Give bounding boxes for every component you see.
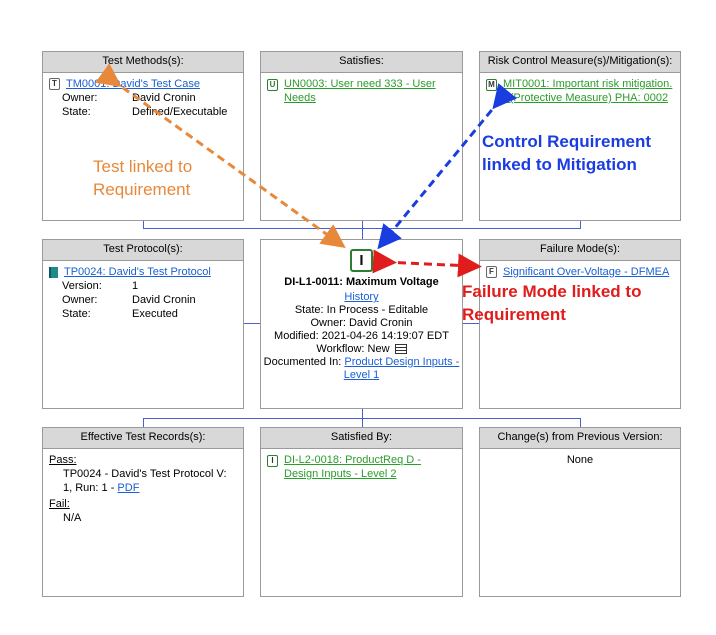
test-method-link[interactable]: TM0001: David's Test Case xyxy=(66,78,200,90)
effective-test-records-panel: Effective Test Records(s): Pass: TP0024 … xyxy=(42,427,244,597)
state-value: Executed xyxy=(132,308,178,320)
connector-bottom-right-v xyxy=(580,418,581,427)
owner-label: Owner: xyxy=(62,92,98,104)
annotation-test-linked: Test linked to Requirement xyxy=(93,157,193,199)
owner-text: Owner: David Cronin xyxy=(310,317,413,329)
version-value: 1 xyxy=(132,280,139,292)
state-label: State: xyxy=(62,308,91,320)
panel-header: Change(s) from Previous Version: xyxy=(480,428,680,449)
center-requirement-panel: I DI-L1-0011: Maximum Voltage History St… xyxy=(260,239,463,409)
connector-bottom-left-v xyxy=(143,418,144,427)
list-icon[interactable] xyxy=(394,344,407,355)
pass-record-text: TP0024 - David's Test Protocol V: 1, Run… xyxy=(63,468,227,494)
test-protocol-panel: Test Protocol(s): TP0024: David's Test P… xyxy=(42,239,244,409)
fail-label: Fail: xyxy=(49,498,70,510)
changes-value: None xyxy=(566,454,594,466)
satisfies-panel: Satisfies: U UN0003: User need 333 - Use… xyxy=(260,51,463,221)
user-need-icon: U xyxy=(267,79,278,91)
panel-header: Risk Control Measure(s)/Mitigation(s): xyxy=(480,52,680,73)
connector-top-right-v xyxy=(580,220,581,229)
state-text: State: In Process - Editable xyxy=(294,304,429,316)
panel-header: Satisfied By: xyxy=(261,428,462,449)
connector-top-mid-v xyxy=(362,220,363,239)
mitigation-link[interactable]: MIT0001: Important risk mitigation. - (P… xyxy=(503,78,673,104)
design-input-icon: I xyxy=(267,455,278,467)
failure-mode-panel: Failure Mode(s): F Significant Over-Volta… xyxy=(479,239,681,409)
panel-header: Failure Mode(s): xyxy=(480,240,680,261)
connector-mid-right-h xyxy=(462,323,480,324)
user-need-link[interactable]: UN0003: User need 333 - User Needs xyxy=(284,78,436,104)
owner-value: David Cronin xyxy=(132,294,196,306)
version-label: Version: xyxy=(62,280,102,292)
pass-label: Pass: xyxy=(49,454,77,466)
annotation-failure-mode: Failure Mode linked to Requirement xyxy=(462,282,642,324)
owner-value: David Cronin xyxy=(132,92,196,104)
panel-header: Satisfies: xyxy=(261,52,462,73)
protocol-book-icon xyxy=(49,266,58,278)
workflow-text: Workflow: New xyxy=(316,343,390,355)
test-case-icon: T xyxy=(49,78,60,91)
satisfied-by-link[interactable]: DI-L2-0018: ProductReq D - Design Inputs… xyxy=(284,454,421,480)
failure-mode-icon: F xyxy=(486,266,497,279)
documented-link[interactable]: Product Design Inputs - Level 1 xyxy=(343,356,460,381)
connector-mid-left-h xyxy=(243,323,261,324)
pdf-link[interactable]: PDF xyxy=(117,482,140,494)
connector-bottom-mid-v xyxy=(362,408,363,427)
owner-label: Owner: xyxy=(62,294,98,306)
design-input-icon: I xyxy=(350,249,373,272)
failure-mode-link[interactable]: Significant Over-Voltage - DFMEA xyxy=(503,266,670,278)
panel-header: Effective Test Records(s): xyxy=(43,428,243,449)
state-value: Defined/Executable xyxy=(132,106,228,118)
connector-top-left-v xyxy=(143,220,144,229)
test-protocol-link[interactable]: TP0024: David's Test Protocol xyxy=(64,266,211,278)
annotation-control-requirement: Control Requirement linked to Mitigation xyxy=(482,132,652,174)
history-link[interactable]: History xyxy=(344,291,379,303)
state-label: State: xyxy=(62,106,91,118)
panel-header: Test Protocol(s): xyxy=(43,240,243,261)
documented-label: Documented In: xyxy=(263,356,342,368)
panel-header: Test Methods(s): xyxy=(43,52,243,73)
modified-text: Modified: 2021-04-26 14:19:07 EDT xyxy=(274,330,449,342)
fail-record-text: N/A xyxy=(63,512,82,524)
requirement-title: DI-L1-0011: Maximum Voltage xyxy=(284,276,439,288)
satisfied-by-panel: Satisfied By: I DI-L2-0018: ProductReq D… xyxy=(260,427,463,597)
changes-panel: Change(s) from Previous Version: None xyxy=(479,427,681,597)
mitigation-icon: M xyxy=(486,79,497,91)
